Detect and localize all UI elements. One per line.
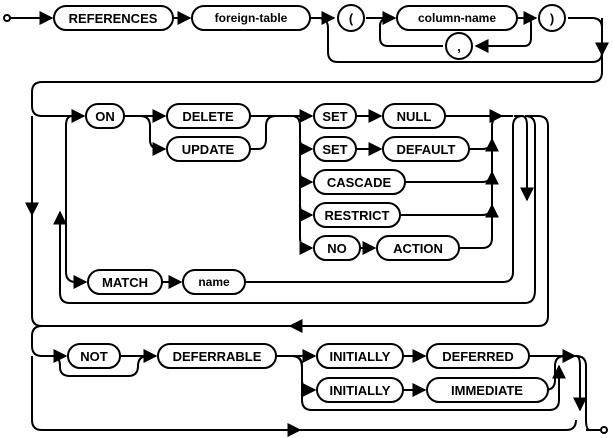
initially-keyword-2: INITIALLY [316,377,404,403]
start-terminal [3,14,11,22]
foreign-table-node: foreign-table [191,5,311,31]
close-paren-symbol: ) [538,4,566,32]
no-label: NO [327,241,347,256]
foreign-table-label: foreign-table [215,11,288,25]
not-label: NOT [80,349,108,364]
initially-label-1: INITIALLY [330,349,391,364]
match-keyword: MATCH [87,269,163,295]
default-keyword: DEFAULT [382,136,470,162]
column-name-node: column-name [396,5,518,31]
no-keyword: NO [313,235,361,261]
immediate-label: IMMEDIATE [451,383,523,398]
references-label: REFERENCES [69,11,158,26]
set-keyword-1: SET [313,103,357,129]
on-keyword: ON [85,103,125,129]
deferrable-keyword: DEFERRABLE [157,343,277,369]
action-label: ACTION [393,241,443,256]
restrict-label: RESTRICT [325,208,390,223]
null-keyword: NULL [382,103,446,129]
end-terminal [600,426,608,434]
open-paren-symbol: ( [337,4,365,32]
update-keyword: UPDATE [166,136,251,162]
row-1-lines [3,11,609,123]
restrict-keyword: RESTRICT [313,202,401,228]
row-2-lines [25,109,549,333]
open-paren-label: ( [349,11,354,26]
initially-label-2: INITIALLY [330,383,391,398]
deferred-label: DEFERRED [442,349,514,364]
delete-keyword: DELETE [166,103,251,129]
on-label: ON [95,109,115,124]
name-label: name [198,275,230,289]
set-label-2: SET [322,142,347,157]
references-keyword: REFERENCES [53,5,174,31]
set-label-1: SET [322,109,347,124]
update-label: UPDATE [182,142,235,157]
delete-label: DELETE [182,109,234,124]
null-label: NULL [397,109,432,124]
close-paren-label: ) [550,11,554,26]
name-node: name [182,269,246,295]
deferred-keyword: DEFERRED [426,343,530,369]
comma-symbol: , [445,32,473,60]
set-keyword-2: SET [313,136,357,162]
not-keyword: NOT [67,343,121,369]
initially-keyword-1: INITIALLY [316,343,404,369]
action-keyword: ACTION [376,235,460,261]
cascade-keyword: CASCADE [313,169,406,195]
comma-label: , [457,39,461,54]
match-label: MATCH [102,275,148,290]
row-3-lines [31,325,608,437]
deferrable-label: DEFERRABLE [173,349,262,364]
cascade-label: CASCADE [327,175,392,190]
column-name-label: column-name [418,11,496,25]
immediate-keyword: IMMEDIATE [426,377,549,403]
default-label: DEFAULT [397,142,456,157]
